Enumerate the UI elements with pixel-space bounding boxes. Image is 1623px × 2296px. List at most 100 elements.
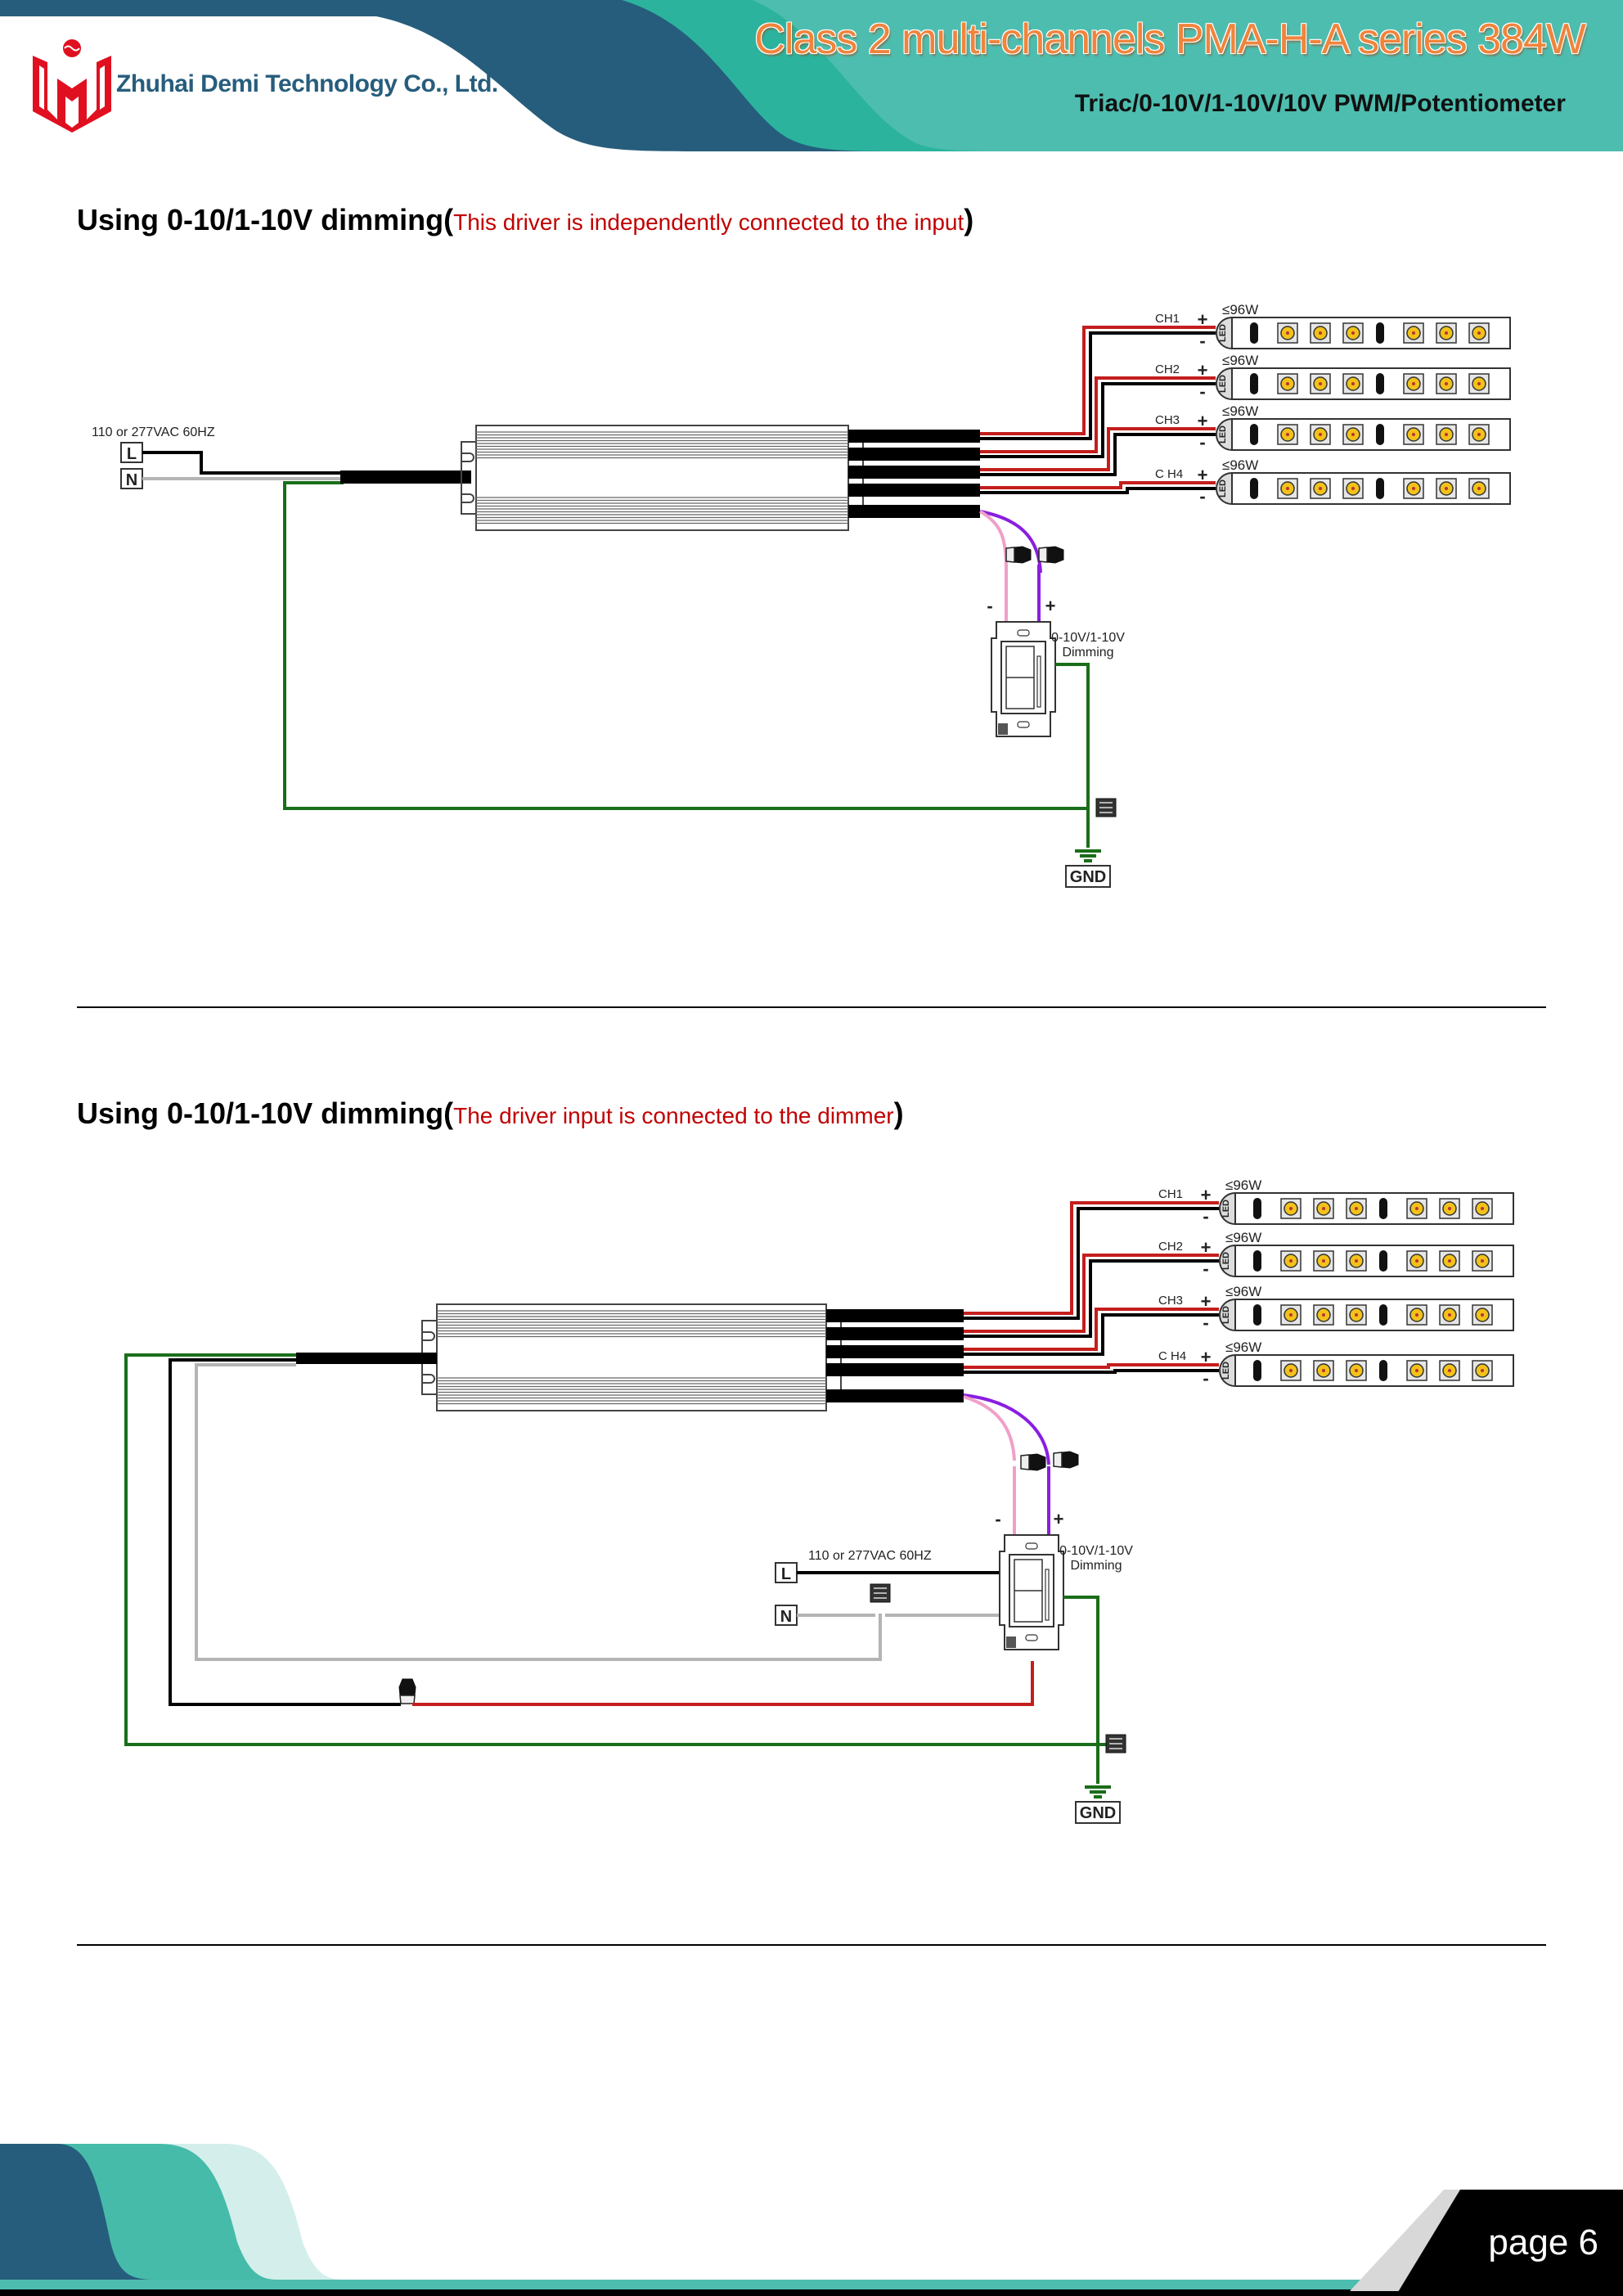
led-chip-core: [1445, 433, 1448, 436]
led-strip-rating: ≤96W: [1225, 1177, 1261, 1193]
ground-symbol-icon: GND: [1075, 1785, 1121, 1824]
channel-label-ch2: CH2: [1158, 1240, 1183, 1254]
led-chip-core: [1481, 1369, 1484, 1372]
led-chip-core: [1412, 433, 1415, 436]
led-chip-core: [1322, 1207, 1325, 1210]
led-connector-icon: [1219, 1298, 1236, 1332]
wiring-diagram-input-via-dimmer: 110 or 277VAC 60HZLNCH1+-≤96WLEDCH2+-≤96…: [124, 1177, 1514, 1824]
output-cable-sleeve: [826, 1309, 964, 1322]
line-load-wire: [169, 1358, 401, 1706]
positive-wire-ch2: [964, 1254, 1219, 1333]
led-resistor-icon: [1253, 1304, 1261, 1326]
led-chip-core: [1477, 382, 1481, 385]
led-strip-body: [1231, 418, 1511, 451]
dimming-cable-sleeve: [848, 505, 980, 518]
line-terminal: L: [775, 1562, 798, 1583]
wire-nut-icon: [1005, 546, 1032, 564]
section-1-heading-note: This driver is independently connected t…: [453, 209, 964, 235]
led-chip-core: [1286, 433, 1289, 436]
led-chip-core: [1322, 1259, 1325, 1263]
dimmer-screw-slot: [1017, 629, 1030, 637]
led-strip-rating: ≤96W: [1225, 1284, 1261, 1299]
led-chip-core: [1448, 1313, 1451, 1317]
led-chip-core: [1355, 1207, 1358, 1210]
led-chip-core: [1322, 1313, 1325, 1317]
channel-plus-sign: +: [1201, 1291, 1212, 1312]
channel-plus-sign: +: [1201, 1347, 1212, 1367]
header-banner: [0, 0, 1623, 151]
channel-minus-sign: -: [1199, 381, 1205, 402]
channel-minus-sign: -: [1203, 1312, 1208, 1333]
led-chip-core: [1286, 331, 1289, 335]
led-chip-core: [1412, 487, 1415, 490]
led-strip-body: [1231, 317, 1511, 349]
output-cable-sleeve: [848, 448, 980, 461]
led-strip-body: [1234, 1245, 1514, 1277]
led-chip-core: [1351, 382, 1355, 385]
output-cable-sleeve: [848, 430, 980, 443]
led-connector-label: LED: [1218, 375, 1228, 393]
wire-nut-icon: [1020, 1453, 1046, 1471]
led-chip-core: [1351, 487, 1355, 490]
footer-page-tab: [1396, 2190, 1623, 2296]
negative-wire-ch2: [980, 382, 1216, 458]
channel-plus-sign: +: [1201, 1185, 1212, 1205]
led-strip-body: [1234, 1354, 1514, 1387]
led-chip-core: [1415, 1259, 1418, 1263]
wire-nut-icon: [1038, 546, 1064, 564]
led-connector-label: LED: [1221, 1200, 1231, 1218]
led-resistor-icon: [1376, 478, 1384, 499]
positive-wire-ch3: [980, 427, 1216, 471]
led-chip-core: [1445, 331, 1448, 335]
dimmer-slider-icon: [1045, 1569, 1050, 1621]
neutral-splice-terminal-icon: [870, 1583, 891, 1603]
led-connector-label: LED: [1221, 1252, 1231, 1270]
led-chip-core: [1286, 382, 1289, 385]
led-strip-rating: ≤96W: [1222, 403, 1258, 419]
wire-nut-cap: [1053, 1452, 1063, 1468]
footer-teal-bar: [0, 2280, 1432, 2291]
led-resistor-icon: [1250, 424, 1258, 445]
led-strip-body: [1231, 472, 1511, 505]
led-resistor-icon: [1379, 1250, 1387, 1272]
neutral-terminal-box: [775, 1605, 798, 1626]
channel-label-ch3: CH3: [1155, 413, 1180, 427]
neutral-load-wire: [195, 1363, 882, 1661]
dimmer-minus-label: -: [987, 596, 992, 616]
positive-wire-ch1: [980, 326, 1216, 435]
neutral-terminal-box: [120, 468, 143, 489]
channel-minus-sign: -: [1199, 432, 1205, 452]
dim-minus-wire: [963, 1395, 1016, 1461]
dimmer-minus-label: -: [995, 1509, 1000, 1529]
ground-label: GND: [1070, 868, 1106, 886]
led-chip-core: [1477, 487, 1481, 490]
led-chip-core: [1319, 382, 1322, 385]
led-chip-core: [1477, 331, 1481, 335]
dimmer-ground-wire: [1055, 663, 1090, 808]
section-2-heading-main: Using 0-10/1-10V dimming(: [77, 1096, 454, 1130]
channel-minus-sign: -: [1203, 1206, 1208, 1227]
dimmer-vent: [1006, 1636, 1016, 1648]
led-chip-core: [1448, 1369, 1451, 1372]
led-connector-label: LED: [1221, 1306, 1231, 1324]
ground-symbol-icon: GND: [1065, 849, 1111, 888]
dim-plus-wire: [963, 1393, 1050, 1465]
dimmer-plus-label: +: [1054, 1509, 1064, 1529]
dim-plus-wire: [979, 510, 1042, 574]
led-resistor-icon: [1250, 478, 1258, 499]
dimmer-ground-wire: [1063, 1596, 1099, 1745]
led-chip-core: [1412, 382, 1415, 385]
led-strip-ch1: ≤96W LED: [1219, 1177, 1514, 1226]
led-chip-core: [1412, 331, 1415, 335]
led-chip-core: [1322, 1369, 1325, 1372]
led-connector-label: LED: [1221, 1362, 1231, 1380]
output-cable-sleeve: [826, 1345, 964, 1358]
dimmer-vent: [998, 723, 1008, 735]
led-strip-body: [1234, 1299, 1514, 1331]
negative-wire-ch3: [980, 433, 1216, 476]
led-connector-label: LED: [1218, 324, 1228, 342]
led-connector-label: LED: [1218, 479, 1228, 497]
led-strip-body: [1234, 1192, 1514, 1225]
